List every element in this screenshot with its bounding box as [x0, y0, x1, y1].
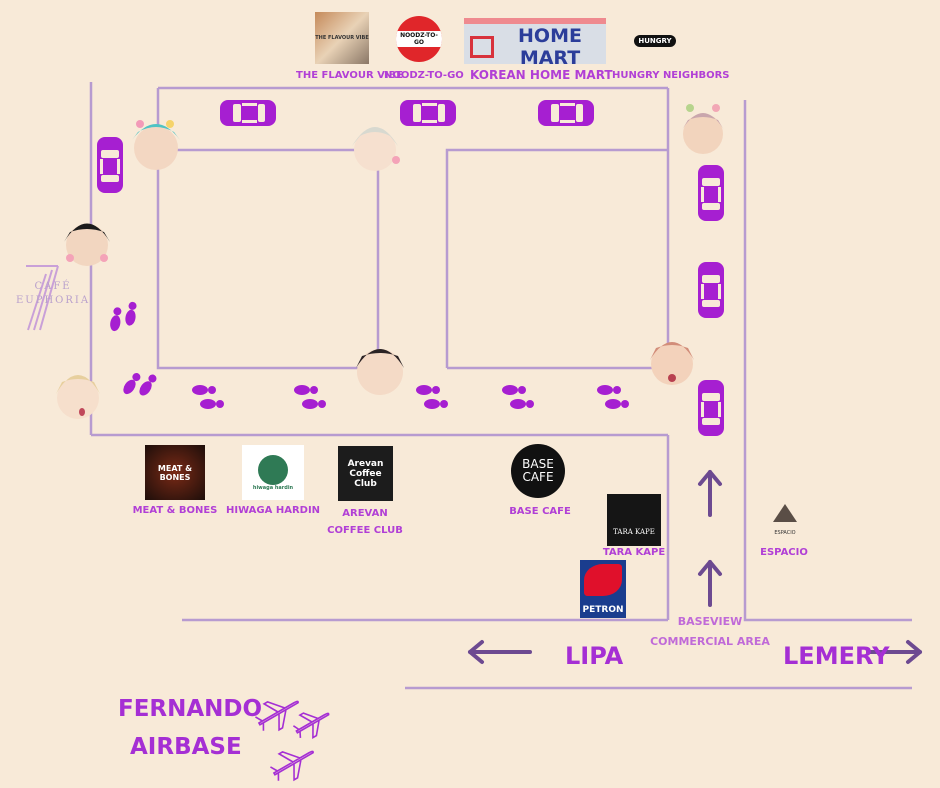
- footprints-icon: [416, 385, 448, 409]
- hungry-logo[interactable]: HUNGRY: [630, 24, 680, 58]
- cafe-euphoria-logo: [26, 265, 59, 331]
- rainbow-icon: [258, 454, 288, 485]
- label-arevan: AREVAN COFFEE CLUB: [320, 505, 410, 539]
- face-icon: [650, 342, 694, 385]
- car-icon: [97, 137, 123, 193]
- label-baseview-line2: COMMERCIAL AREA: [650, 635, 770, 648]
- car-icon: [400, 100, 456, 126]
- tara-kape-logo[interactable]: TARA KAPE: [607, 494, 661, 546]
- label-home-mart: KOREAN HOME MART: [470, 68, 613, 82]
- block-2: [445, 148, 668, 368]
- label-hungry: HUNGRY NEIGHBORS: [612, 70, 730, 81]
- footprints-icon: [502, 385, 534, 409]
- meat-bones-logo[interactable]: MEAT & BONES: [145, 445, 205, 500]
- airplane-icon: [292, 712, 330, 740]
- label-baseview: BASEVIEW COMMERCIAL AREA: [650, 612, 770, 652]
- airbase-line1: FERNANDO: [118, 696, 263, 722]
- label-espacio: ESPACIO: [760, 547, 808, 558]
- airplane-icon: [270, 750, 314, 782]
- arrow-left-icon: [468, 640, 532, 664]
- label-hiwaga: HIWAGA HARDIN: [226, 505, 321, 516]
- hungry-logo-text: HUNGRY: [634, 35, 676, 47]
- face-icon: [132, 120, 180, 170]
- direction-lipa: LIPA: [565, 642, 624, 670]
- arevan-logo[interactable]: Arevan Coffee Club: [338, 446, 393, 501]
- cafe-euphoria-label: CAFÉ EUPHORIA: [16, 280, 90, 308]
- petron-logo[interactable]: PETRON: [580, 560, 626, 618]
- label-flavour-vibe: THE FLAVOUR VIBE: [296, 70, 404, 81]
- arrow-right-icon: [866, 640, 922, 664]
- car-icon: [698, 380, 724, 436]
- meat-logo-text: MEAT & BONES: [157, 463, 193, 482]
- footprints-icon: [120, 364, 159, 405]
- arrow-up-icon: [698, 470, 722, 517]
- arrow-up-icon: [698, 560, 722, 607]
- hiwaga-logo[interactable]: hiwaga hardin: [242, 445, 304, 500]
- home-mart-small-text: Korean Supermart Store: [504, 19, 566, 25]
- petron-logo-text: PETRON: [582, 605, 624, 615]
- house-icon: [470, 36, 494, 58]
- flavour-logo-text: THE FLAVOUR VIBE: [315, 35, 369, 41]
- petron-mark-icon: [584, 564, 622, 596]
- direction-lemery: LEMERY: [783, 642, 890, 670]
- label-tara-kape: TARA KAPE: [602, 547, 666, 558]
- car-icon: [698, 165, 724, 221]
- arevan-logo-text: Arevan Coffee Club: [347, 458, 384, 489]
- base-logo-line1: BASE: [522, 457, 554, 471]
- face-icon: [356, 349, 404, 395]
- airbase-line2: AIRBASE: [130, 734, 242, 760]
- face-icon: [64, 223, 110, 266]
- tara-logo-text: TARA KAPE: [613, 528, 655, 536]
- face-icon: [56, 375, 100, 419]
- footprints-icon: [192, 385, 224, 409]
- cafe-euphoria-line2: EUPHORIA: [16, 295, 91, 306]
- hiwaga-logo-text: hiwaga hardin: [252, 484, 294, 491]
- label-noodz: NOODZ-TO-GO: [384, 70, 464, 81]
- face-icon: [682, 104, 724, 154]
- flavour-vibe-logo[interactable]: THE FLAVOUR VIBE: [315, 12, 369, 64]
- car-icon: [538, 100, 594, 126]
- tent-icon: [773, 504, 797, 522]
- home-mart-logo[interactable]: Korean Supermart Store HOME MART: [464, 18, 606, 64]
- airplane-icons: [255, 700, 330, 782]
- cafe-euphoria-line1: CAFÉ: [34, 281, 72, 292]
- label-arevan-line2: COFFEE CLUB: [327, 525, 403, 536]
- footprints-icon: [597, 385, 629, 409]
- face-icon: [352, 127, 400, 171]
- car-icon: [220, 100, 276, 126]
- espacio-logo-text: ESPACIO: [774, 530, 796, 536]
- espacio-logo[interactable]: ESPACIO: [765, 502, 805, 536]
- character-faces: [56, 104, 724, 419]
- noodz-logo-text: NOODZ-TO-GO: [396, 31, 442, 47]
- base-logo-line2: CAFE: [522, 470, 554, 484]
- label-arevan-line1: AREVAN: [342, 508, 388, 519]
- footprints-icon: [294, 385, 326, 409]
- home-mart-big-text: HOME MART: [518, 25, 582, 64]
- footprints-icon: [108, 298, 139, 335]
- label-base-cafe: BASE CAFE: [509, 506, 571, 517]
- car-icon: [698, 262, 724, 318]
- label-meat-bones: MEAT & BONES: [132, 505, 218, 516]
- block-1: [156, 148, 380, 370]
- noodz-logo[interactable]: NOODZ-TO-GO: [396, 16, 442, 62]
- road-east: [743, 100, 912, 622]
- airplane-icon: [255, 700, 299, 732]
- label-baseview-line1: BASEVIEW: [677, 615, 743, 628]
